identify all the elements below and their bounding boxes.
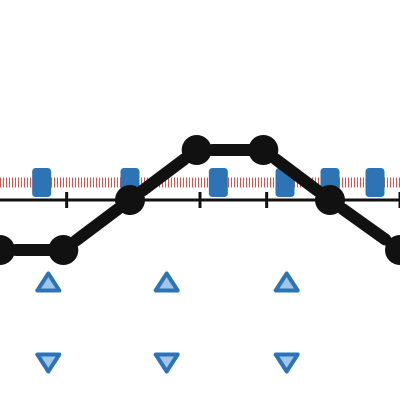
circle-marker [385,235,400,265]
circle-marker [115,185,145,215]
triangle-up-marker [35,271,62,293]
black-line-segment [270,153,324,197]
chart-series [0,135,400,374]
triangle-down-marker [35,352,62,374]
circle-marker [315,185,345,215]
circle-marker [0,235,15,265]
triangle-up-marker [153,271,180,293]
triangle-down-marker [273,352,300,374]
square-marker [365,168,385,197]
circle-marker [248,135,279,165]
black-line-segment [136,153,191,197]
triangle-up-marker [273,271,300,293]
triangle-down-marker [153,352,180,374]
square-marker [208,168,228,197]
black-line-segment [70,203,124,247]
circle-marker [48,235,79,265]
black-line-segment [337,203,392,246]
square-marker [32,168,52,197]
circle-marker [181,135,212,165]
